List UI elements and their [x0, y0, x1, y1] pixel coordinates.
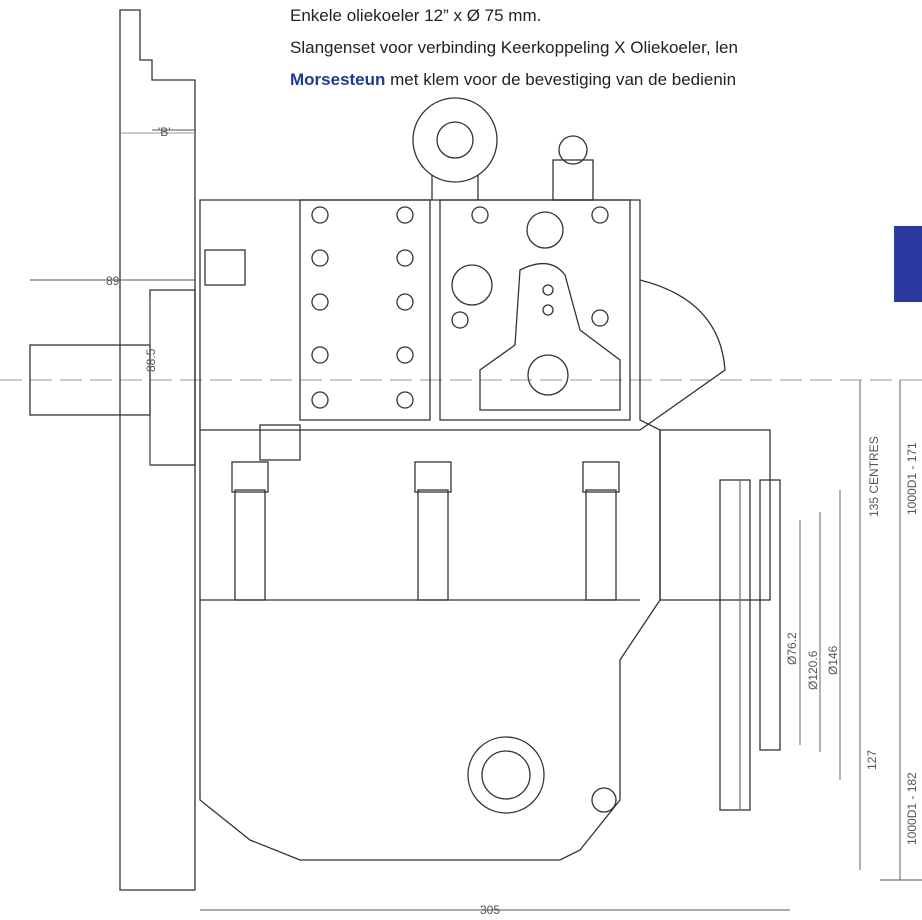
dim-305: 305 — [480, 903, 500, 917]
blue-tab-marker — [894, 226, 922, 302]
lifting-eye — [412, 97, 498, 183]
flange-plate — [119, 9, 196, 891]
morse-bracket-description: met klem voor de bevestiging van de bedi… — [385, 70, 737, 89]
dim-127: 127 — [865, 750, 879, 770]
coupling-housing — [659, 429, 771, 601]
side-ring — [639, 279, 726, 431]
coupling-flange — [719, 479, 751, 811]
valve-plate — [439, 199, 631, 421]
dim-d76-2: Ø76.2 — [785, 632, 799, 665]
dim-d146: Ø146 — [826, 645, 840, 675]
cover-bolts — [311, 206, 609, 409]
dim-d120-6: Ø120.6 — [806, 650, 820, 690]
gearbox-housing — [199, 199, 661, 861]
dim-b: 'B' — [158, 125, 171, 139]
top-cover — [299, 199, 431, 421]
drain-plug — [467, 736, 545, 814]
caption-morse-bracket: Morsesteun met klem voor de bevestiging … — [290, 70, 736, 90]
dim-88-5: 88.5 — [144, 348, 158, 372]
dim-89: 89 — [106, 274, 120, 288]
caption-oil-cooler: Enkele oliekoeler 12” x Ø 75 mm. — [290, 6, 542, 25]
caption-hose-set: Slangenset voor verbinding Keerkoppeling… — [290, 38, 738, 57]
breather — [552, 159, 594, 201]
dim-side-bottom: 1000D1 - 182 — [905, 772, 919, 845]
morsesteun-label: Morsesteun — [290, 70, 386, 89]
lower-bolts — [204, 249, 620, 601]
dim-135-centres: 135 CENTRES — [867, 436, 881, 517]
shaft-collar — [149, 289, 196, 466]
dim-side-top: 1000D1 - 171 — [905, 442, 919, 515]
control-lever — [479, 263, 621, 411]
